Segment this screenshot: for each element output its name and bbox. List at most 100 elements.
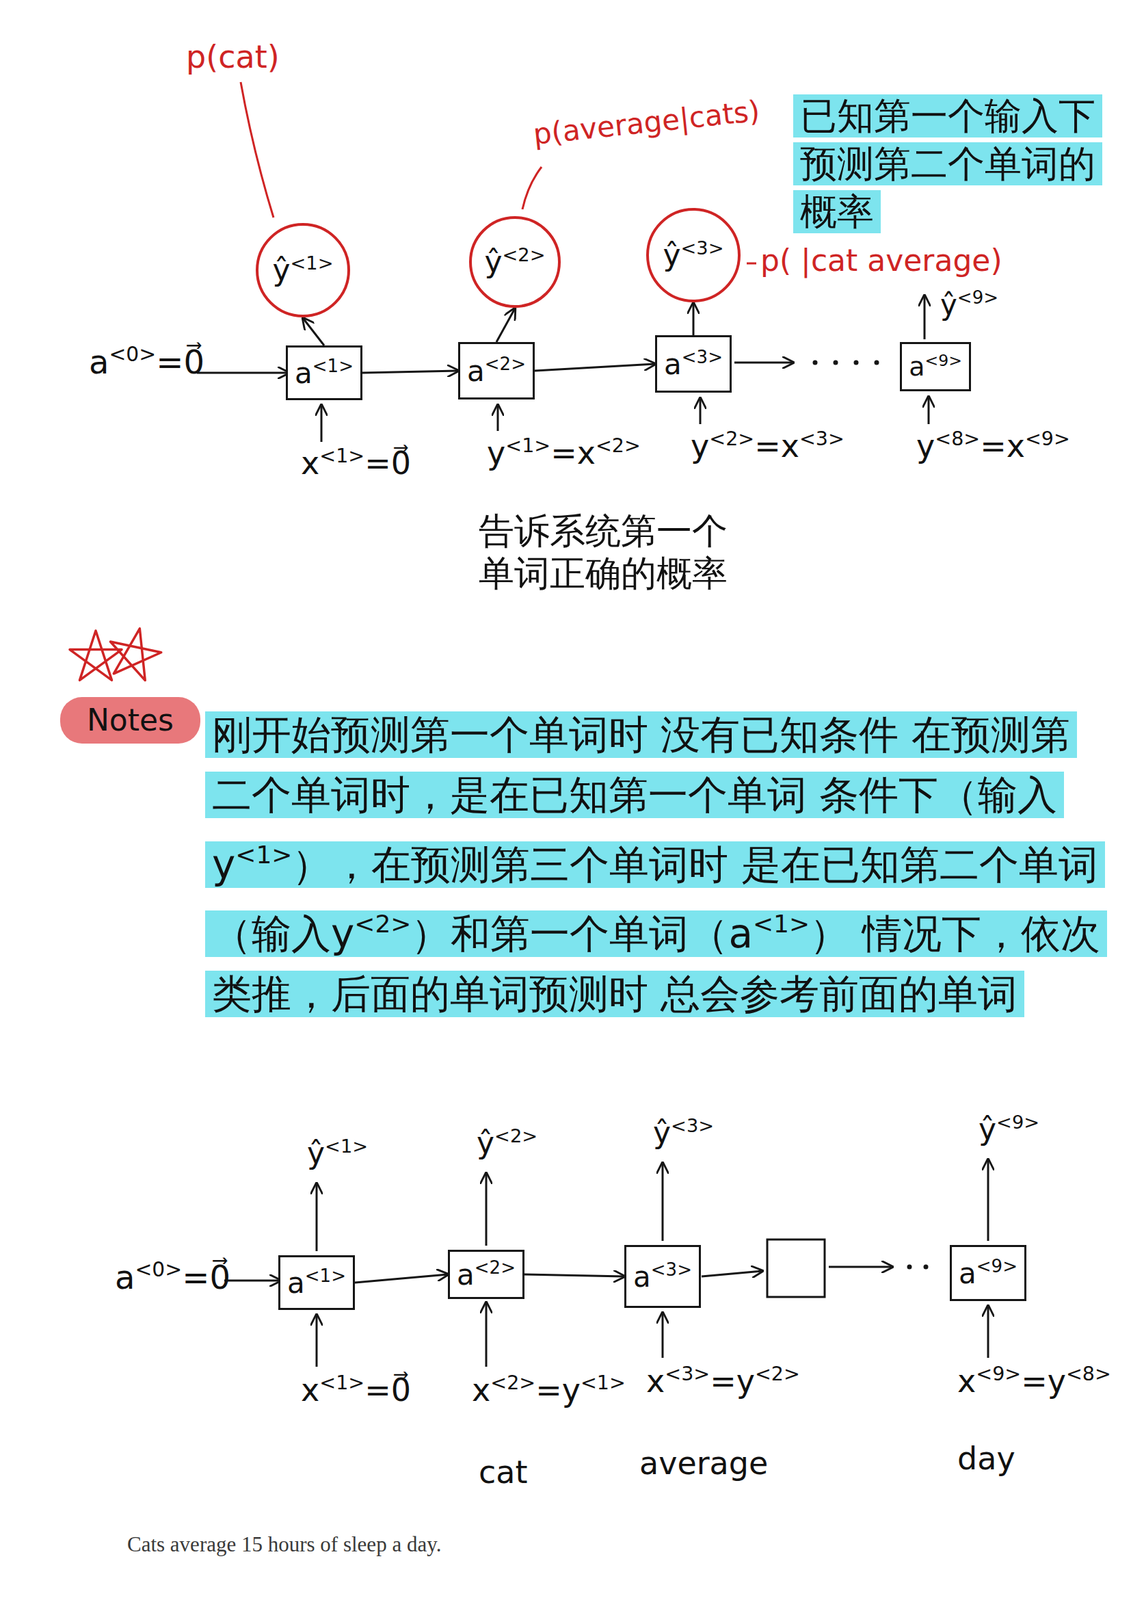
ellipsis-dot	[854, 360, 859, 366]
superscript: <3>	[681, 237, 725, 259]
probability-note: p( |cat average)	[760, 242, 1003, 279]
word-label: cat	[478, 1453, 528, 1491]
output-label: ŷ<3>	[653, 1114, 714, 1151]
rnn-cell: a<1>	[285, 345, 363, 401]
text-run: =y	[535, 1371, 581, 1408]
initial-state: a<0>=0⃗	[88, 341, 205, 382]
output-label: ŷ<2>	[476, 1124, 538, 1162]
text-run: =x	[979, 427, 1026, 465]
rnn-cell: a<2>	[447, 1249, 525, 1299]
output-label: ŷ<9>	[940, 287, 999, 323]
superscript: <1>	[290, 252, 334, 274]
text-run: ŷ	[940, 287, 958, 322]
input-arrow	[224, 1279, 281, 1282]
input-arrow	[927, 396, 930, 424]
text-run: y	[916, 427, 935, 465]
superscript: <9>	[975, 1362, 1021, 1385]
node-label: a<1>	[287, 1265, 347, 1300]
text-run: x	[957, 1362, 976, 1400]
text-run: a	[663, 346, 682, 381]
node-label: a<1>	[294, 356, 354, 390]
connector-arrow	[354, 1273, 448, 1283]
text-run: =y	[709, 1362, 755, 1400]
rnn-cell: a<9>	[899, 341, 971, 392]
text-run: x	[646, 1362, 665, 1400]
text-run: x	[471, 1371, 491, 1408]
input-arrow	[320, 404, 323, 442]
leader-line	[746, 262, 757, 265]
text-run: cat	[478, 1453, 528, 1490]
rnn-cell: a<2>	[458, 341, 535, 400]
text-run: ŷ	[653, 1114, 671, 1150]
connector-arrow	[692, 302, 695, 336]
ellipsis-dot	[874, 360, 880, 366]
superscript: <0>	[108, 341, 156, 366]
text-run: average	[639, 1444, 768, 1482]
text-run: a	[287, 1265, 305, 1299]
node-label: Notes	[86, 702, 174, 738]
circle-outline	[647, 209, 740, 301]
text-run: a	[467, 353, 485, 388]
output-arrow	[485, 1172, 488, 1246]
output-arrow	[987, 1159, 990, 1241]
empty-cell	[767, 1239, 825, 1297]
text-run: a	[908, 351, 925, 382]
word-label: average	[639, 1444, 768, 1482]
connector-arrow	[302, 317, 325, 346]
rnn-cell: a<3>	[655, 335, 732, 393]
text-run: 告诉系统第一个单词正确的概率	[478, 510, 728, 594]
text-run: x	[300, 444, 320, 482]
text-run: day	[957, 1439, 1016, 1477]
input-arrow	[699, 397, 702, 424]
text-run: ）和第一个单词（a	[410, 910, 753, 957]
input-arrow	[485, 1301, 488, 1367]
input-arrow	[661, 1312, 664, 1358]
superscript: <3>	[670, 1114, 714, 1136]
text-run: 已知第一个输入下预测第二个单词的概率	[800, 94, 1096, 234]
node-label: a<3>	[663, 347, 723, 381]
superscript: <1>	[319, 1371, 365, 1394]
connector-arrow	[362, 370, 459, 373]
superscript: <1>	[324, 1135, 368, 1157]
superscript: <2>	[494, 1124, 538, 1147]
superscript: <9>	[957, 287, 999, 308]
ellipsis-dot	[813, 360, 818, 366]
superscript: <2>	[754, 1362, 801, 1385]
output-circle: ŷ<1>	[255, 222, 351, 318]
text-run: =x	[550, 434, 596, 472]
output-label: ŷ<1>	[307, 1135, 368, 1172]
text-run: =0⃗	[155, 342, 205, 381]
node-label: a<2>	[456, 1257, 516, 1292]
superscript: <2>	[595, 434, 641, 457]
text-run: p(average|cats)	[531, 93, 762, 152]
text-run: y	[486, 434, 506, 472]
probability-note: p(average|cats)	[531, 93, 762, 152]
superscript: <9>	[996, 1111, 1040, 1133]
word-label: day	[957, 1439, 1016, 1478]
highlight-band: 刚开始预测第一个单词时 没有已知条件 在预测第二个单词时，是在已知第一个单词 条…	[205, 711, 1108, 1017]
text-run: =y	[1020, 1362, 1067, 1400]
superscript: <1>	[235, 840, 292, 869]
state-arrow	[701, 1270, 763, 1276]
highlight-band: 已知第一个输入下预测第二个单词的概率	[793, 94, 1103, 234]
text-run: ŷ	[476, 1124, 495, 1160]
circle-outline	[470, 217, 560, 307]
text-run: =0⃗	[181, 1257, 231, 1296]
highlight-note: 已知第一个输入下预测第二个单词的概率	[793, 92, 1104, 237]
output-arrow	[661, 1162, 664, 1241]
node-label: a<3>	[633, 1259, 693, 1294]
input-label: x<2>=y<1>	[471, 1371, 626, 1409]
superscript: <2>	[474, 1256, 516, 1278]
state-arrow	[734, 361, 794, 364]
text-run: a	[633, 1258, 651, 1293]
input-label: x<9>=y<8>	[957, 1362, 1112, 1400]
superscript: <3>	[650, 1258, 693, 1280]
superscript: <1>	[580, 1371, 626, 1394]
text-run: a	[958, 1255, 977, 1289]
input-arrow	[987, 1305, 990, 1358]
leader-line	[240, 82, 274, 218]
input-arrow	[497, 404, 500, 431]
probability-note: p(cat)	[185, 38, 280, 76]
connector-arrow	[524, 1273, 625, 1276]
